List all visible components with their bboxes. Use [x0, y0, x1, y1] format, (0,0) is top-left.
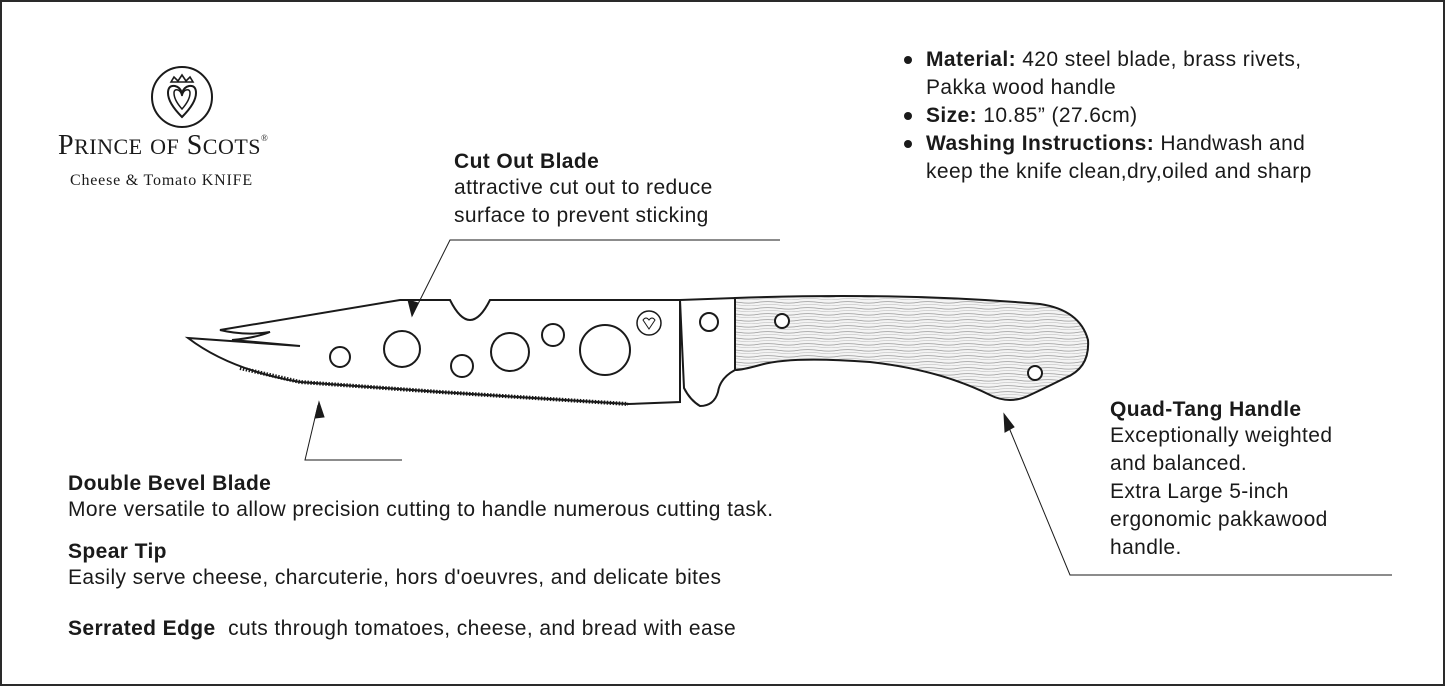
bullet-icon: [904, 112, 912, 120]
callout-text: Easily serve cheese, charcuterie, hors d…: [68, 566, 722, 589]
rivet: [699, 312, 719, 332]
spec-continuation: keep the knife clean,dry,oiled and sharp: [926, 160, 1312, 183]
callout-spear-tip: Spear Tip Easily serve cheese, charcuter…: [68, 540, 721, 592]
callout-title: Serrated Edge: [68, 617, 216, 640]
blade-hole: [329, 346, 351, 368]
callout-line: Exceptionally weighted: [1110, 424, 1333, 447]
callout-quad-tang-handle: Quad-Tang Handle Exceptionally weighted …: [1110, 398, 1332, 562]
callout-line: handle.: [1110, 536, 1182, 559]
leader-lines: [304, 239, 1392, 576]
callout-line: surface to prevent sticking: [454, 204, 709, 227]
callout-double-bevel-blade: Double Bevel Blade More versatile to all…: [68, 472, 773, 524]
rivet: [1027, 365, 1043, 381]
leader-quad-tang: [1004, 417, 1392, 576]
spec-item-size: Size: 10.85” (27.6cm): [900, 102, 1312, 130]
spec-continuation: Pakka wood handle: [926, 76, 1117, 99]
callout-line: and balanced.: [1110, 452, 1248, 475]
knife: [184, 295, 1090, 408]
blade-hole: [541, 323, 565, 347]
blade-hole: [579, 324, 631, 376]
brand-logo-icon: [151, 66, 213, 128]
rivet: [774, 313, 790, 329]
callout-text: cuts through tomatoes, cheese, and bread…: [228, 617, 737, 640]
spec-value: 420 steel blade, brass rivets,: [1022, 48, 1302, 71]
callout-line: ergonomic pakkawood: [1110, 508, 1328, 531]
blade-logo-icon: [636, 310, 662, 336]
callout-title: Cut Out Blade: [454, 150, 600, 173]
brand-subtitle: Cheese & Tomato KNIFE: [70, 172, 253, 189]
callout-line: Extra Large 5-inch: [1110, 480, 1289, 503]
arrowhead-icon: [314, 400, 325, 419]
blade-hole: [490, 332, 530, 372]
spec-item-washing: Washing Instructions: Handwash and keep …: [900, 130, 1312, 186]
bullet-icon: [904, 140, 912, 148]
spec-label: Washing Instructions:: [926, 132, 1155, 155]
leader-cut-out-blade: [411, 239, 780, 317]
leader-double-bevel: [304, 404, 402, 461]
trademark: ®: [261, 133, 269, 143]
callout-title: Spear Tip: [68, 540, 167, 563]
bolster: [678, 296, 736, 408]
spec-label: Size:: [926, 104, 978, 127]
spec-label: Material:: [926, 48, 1016, 71]
bullet-icon: [904, 56, 912, 64]
callout-title: Quad-Tang Handle: [1110, 398, 1302, 421]
blade-hole: [383, 330, 421, 368]
callout-title: Double Bevel Blade: [68, 472, 272, 495]
arrowhead-icon: [407, 299, 419, 318]
spec-value: 10.85” (27.6cm): [983, 104, 1138, 127]
brand-name: PRINCE OF SCOTS®: [58, 130, 269, 161]
callout-line: attractive cut out to reduce: [454, 176, 713, 199]
specs-list: Material: 420 steel blade, brass rivets,…: [900, 46, 1312, 186]
callout-text: More versatile to allow precision cuttin…: [68, 498, 774, 521]
callout-cut-out-blade: Cut Out Blade attractive cut out to redu…: [454, 150, 713, 230]
serrated-edge: [239, 366, 629, 406]
blade-hole: [450, 354, 474, 378]
arrowhead-icon: [1003, 412, 1015, 433]
spec-item-material: Material: 420 steel blade, brass rivets,…: [900, 46, 1312, 102]
handle: [734, 295, 1090, 401]
callout-serrated-edge: Serrated Edge cuts through tomatoes, che…: [68, 615, 736, 643]
spec-value: Handwash and: [1154, 132, 1306, 155]
